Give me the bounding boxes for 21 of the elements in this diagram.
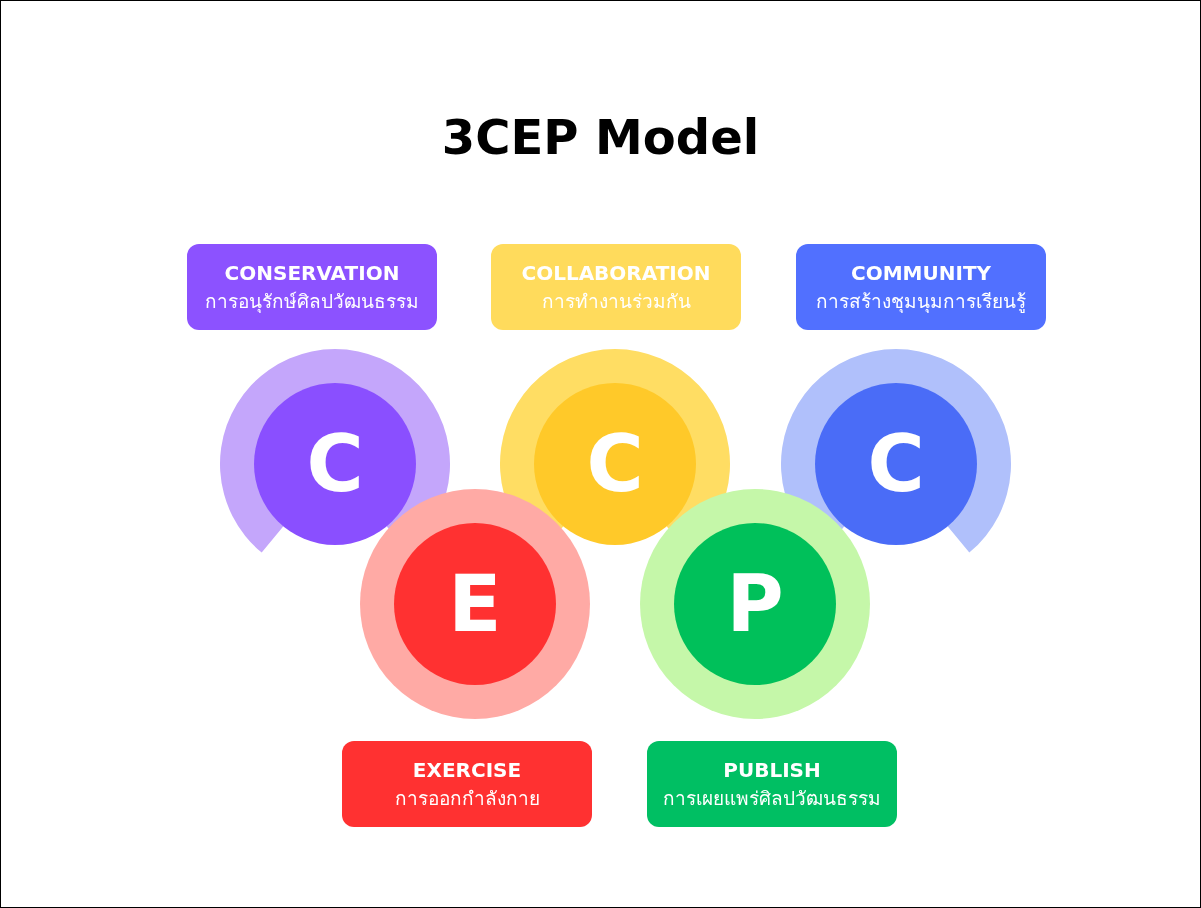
letter: E <box>448 564 502 644</box>
label-card <box>647 741 897 827</box>
letter: C <box>306 424 364 504</box>
label-card <box>342 741 592 827</box>
label-card <box>796 244 1046 330</box>
card-subtitle: การออกกำลังกาย <box>394 786 540 811</box>
card-heading: EXERCISE <box>412 757 522 784</box>
card-heading: PUBLISH <box>723 757 821 784</box>
card-subtitle: การเผยแพร่ศิลปวัฒนธรรม <box>663 786 881 811</box>
label-card <box>187 244 437 330</box>
letter: C <box>586 424 644 504</box>
card-heading: COLLABORATION <box>521 260 711 287</box>
card-subtitle: การสร้างชุมนุมการเรียนรู้ <box>816 289 1026 315</box>
card-subtitle: การอนุรักษ์ศิลปวัฒนธรรม <box>205 289 419 315</box>
card-heading: CONSERVATION <box>224 260 400 287</box>
letter: P <box>726 564 784 644</box>
label-card <box>491 244 741 330</box>
card-subtitle: การทำงานร่วมกัน <box>541 289 691 314</box>
title: 3CEP Model <box>440 109 761 165</box>
letter: C <box>867 424 925 504</box>
card-heading: COMMUNITY <box>851 260 991 287</box>
